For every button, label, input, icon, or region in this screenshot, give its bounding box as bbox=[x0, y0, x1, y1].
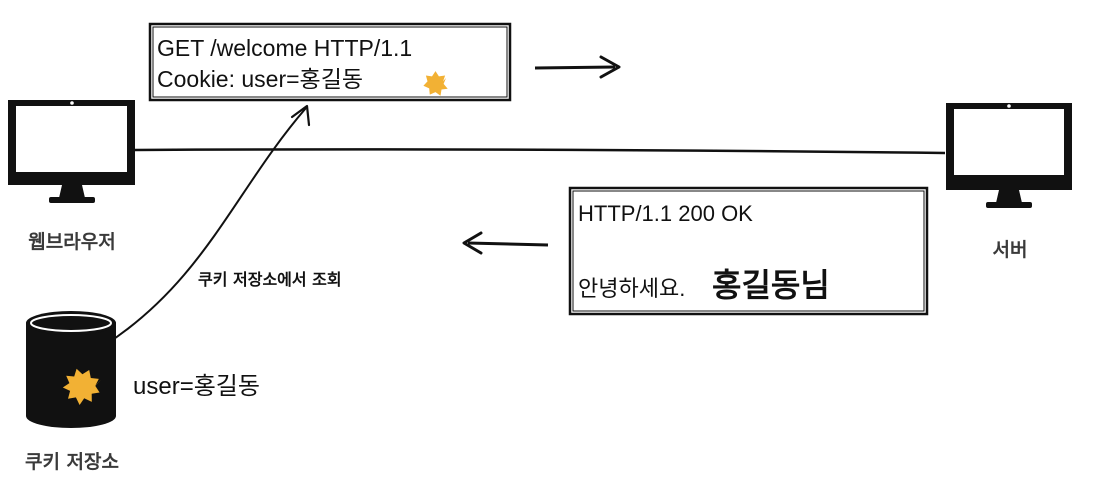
response-box: HTTP/1.1 200 OK 안녕하세요. 홍길동님 bbox=[568, 186, 929, 316]
server-label: 서버 bbox=[993, 239, 1028, 261]
cookie-lookup-label: 쿠키 저장소에서 조회 bbox=[198, 270, 342, 289]
cookie-lookup-arrow bbox=[104, 104, 311, 346]
stored-cookie-entry: user=홍길동 bbox=[133, 373, 260, 400]
response-arrow bbox=[462, 231, 549, 255]
response-name: 홍길동님 bbox=[712, 267, 830, 303]
cookie-header-line: Cookie: user=홍길동 bbox=[157, 66, 363, 92]
connection-line bbox=[134, 148, 946, 155]
browser-monitor-icon bbox=[8, 100, 135, 203]
request-box: GET /welcome HTTP/1.1 Cookie: user=홍길동 bbox=[148, 22, 512, 102]
stored-cookie-badge-icon bbox=[62, 368, 101, 405]
cookie-store-cylinder bbox=[26, 311, 116, 428]
response-greeting: 안녕하세요. bbox=[578, 276, 685, 301]
cookie-badge-icon bbox=[423, 71, 448, 96]
request-line: GET /welcome HTTP/1.1 bbox=[157, 35, 412, 61]
browser-label: 웹브라우저 bbox=[28, 231, 115, 253]
server-monitor-icon bbox=[946, 103, 1072, 208]
request-arrow bbox=[534, 55, 621, 79]
cookie-store-label: 쿠키 저장소 bbox=[25, 451, 119, 473]
response-status-line: HTTP/1.1 200 OK bbox=[578, 201, 753, 226]
